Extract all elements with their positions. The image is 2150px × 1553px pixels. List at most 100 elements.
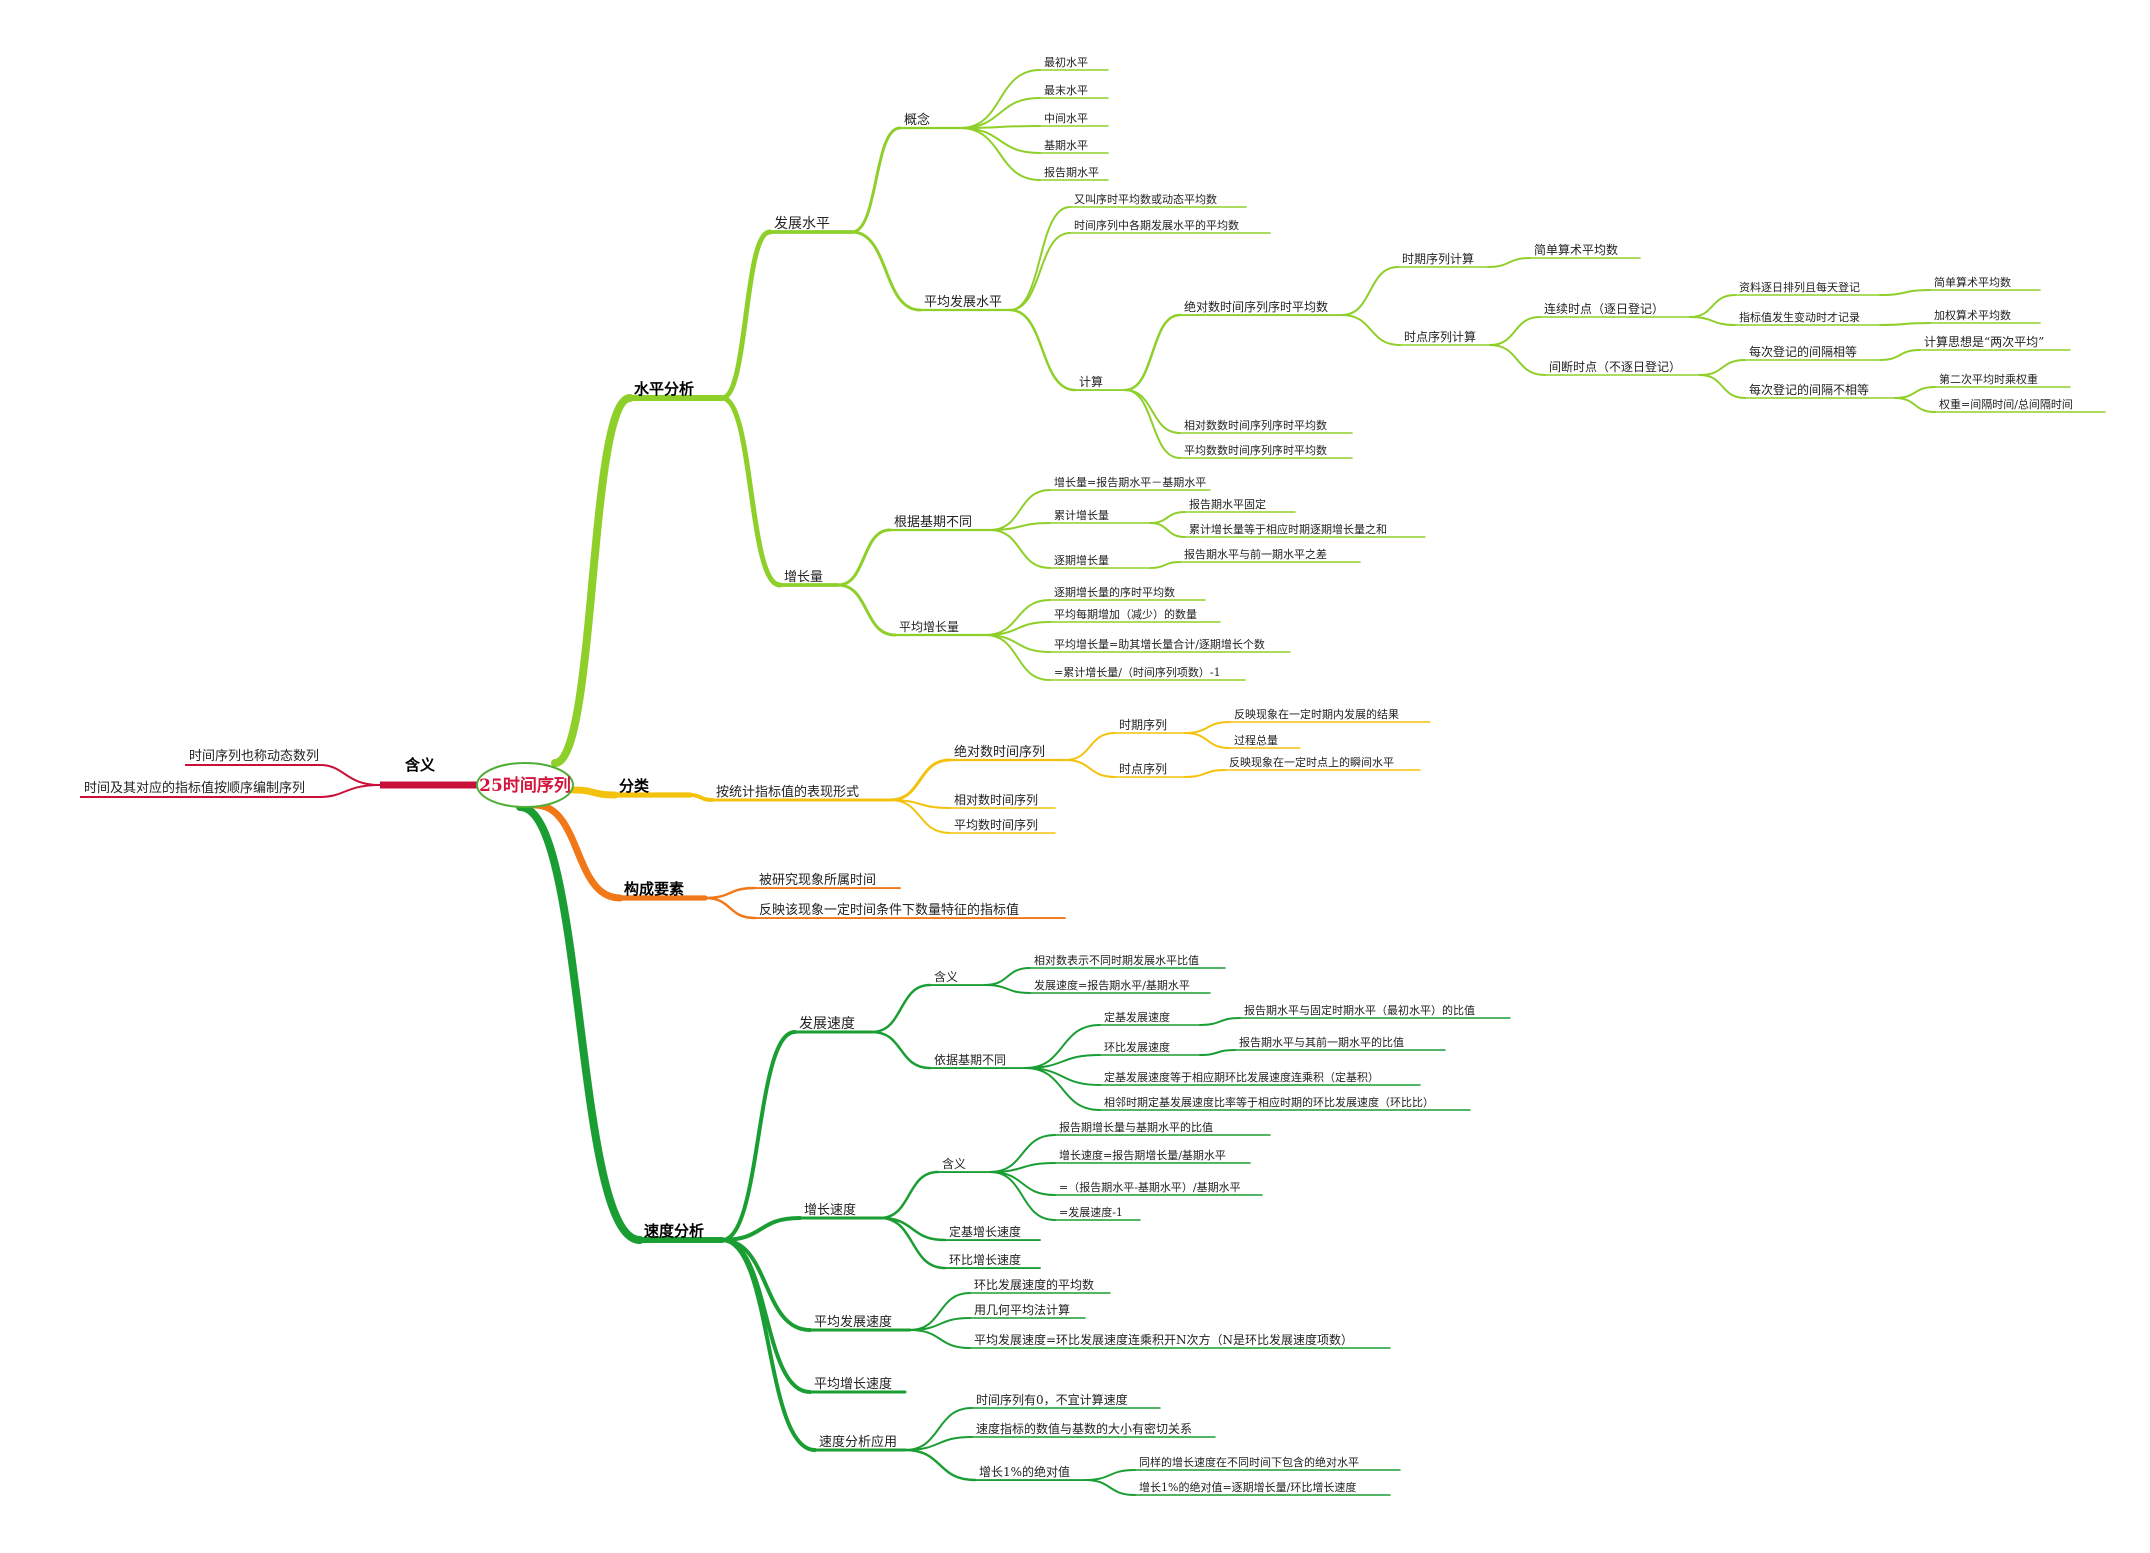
- node-label[interactable]: 平均增长量: [899, 620, 959, 634]
- node-label[interactable]: 累计增长量: [1054, 508, 1109, 522]
- node-label[interactable]: 时期序列: [1119, 717, 1167, 732]
- node-label[interactable]: 相对数数时间序列序时平均数: [1184, 418, 1327, 432]
- node-label[interactable]: 时间序列有0，不宜计算速度: [976, 1392, 1128, 1407]
- node-label[interactable]: 含义: [942, 1156, 966, 1171]
- node-label[interactable]: 平均发展速度: [814, 1314, 892, 1330]
- node-label[interactable]: 定基发展速度等于相应期环比发展速度连乘积（定基积）: [1104, 1070, 1379, 1084]
- node-label[interactable]: 环比增长速度: [949, 1252, 1021, 1267]
- node-label[interactable]: =发展速度-1: [1059, 1205, 1123, 1219]
- node-label[interactable]: 发展速度=报告期水平/基期水平: [1034, 978, 1190, 992]
- node-label[interactable]: 相对数表示不同时期发展水平比值: [1034, 953, 1199, 967]
- node-label[interactable]: 绝对数时间序列序时平均数: [1184, 299, 1328, 314]
- node-label[interactable]: 平均发展水平: [924, 294, 1002, 310]
- node-label[interactable]: 计算思想是“两次平均”: [1924, 334, 2044, 349]
- node-label[interactable]: 过程总量: [1234, 733, 1278, 747]
- node-label[interactable]: 报告期水平与固定时期水平（最初水平）的比值: [1244, 1003, 1475, 1017]
- node-label[interactable]: 平均每期增加（减少）的数量: [1054, 607, 1197, 621]
- branch-connector: [959, 97, 1041, 129]
- node-label[interactable]: 简单算术平均数: [1934, 275, 2011, 289]
- node-label[interactable]: 构成要素: [624, 880, 684, 898]
- node-label[interactable]: 含义: [405, 756, 435, 774]
- branch-connector: [1199, 1049, 1236, 1056]
- node-label[interactable]: 依据基期不同: [934, 1052, 1006, 1067]
- node-label[interactable]: 增长1%的绝对值=逐期增长量/环比增长速度: [1139, 1480, 1356, 1494]
- node-label[interactable]: 权重=间隔时间/总间隔时间: [1939, 397, 2073, 411]
- node-label[interactable]: 加权算术平均数: [1934, 308, 2011, 322]
- node-label[interactable]: 报告期水平与其前一期水平的比值: [1239, 1035, 1404, 1049]
- node-label[interactable]: 增长速度: [804, 1202, 856, 1218]
- node-label[interactable]: 用几何平均法计算: [974, 1302, 1070, 1317]
- node-label[interactable]: =（报告期水平-基期水平）/基期水平: [1059, 1180, 1241, 1194]
- node-label[interactable]: 反映该现象一定时间条件下数量特征的指标值: [759, 902, 1019, 918]
- node-label[interactable]: 平均数数时间序列序时平均数: [1184, 443, 1327, 457]
- node-label[interactable]: 增长量=报告期水平－基期水平: [1054, 475, 1206, 489]
- node-label[interactable]: 发展水平: [774, 216, 830, 232]
- node-label[interactable]: 报告期增长量与基期水平的比值: [1059, 1120, 1213, 1134]
- node-label[interactable]: 最末水平: [1044, 83, 1088, 97]
- node-label[interactable]: 绝对数时间序列: [954, 744, 1045, 760]
- branch-connector: [836, 583, 897, 637]
- node-label[interactable]: 时间及其对应的指标值按顺序编制序列: [84, 780, 305, 796]
- node-label[interactable]: 增长量: [784, 570, 823, 585]
- node-label[interactable]: 平均数时间序列: [954, 817, 1038, 832]
- node-label[interactable]: 速度指标的数值与基数的大小有密切关系: [976, 1421, 1192, 1436]
- node-label[interactable]: 发展速度: [799, 1016, 855, 1032]
- node-label[interactable]: 环比发展速度的平均数: [974, 1277, 1094, 1292]
- node-label[interactable]: 时点序列: [1119, 761, 1167, 776]
- node-label[interactable]: 间断时点（不逐日登记）: [1549, 359, 1681, 374]
- node-label[interactable]: 反映现象在一定时期内发展的结果: [1234, 707, 1399, 721]
- node-label[interactable]: 时间序列也称动态数列: [189, 749, 319, 764]
- node-label[interactable]: 速度分析: [644, 1222, 704, 1240]
- branch-connector: [1024, 1067, 1101, 1111]
- node-label[interactable]: 基期水平: [1044, 139, 1088, 152]
- branch-connector: [878, 1216, 947, 1242]
- node-label[interactable]: 资料逐日排列且每天登记: [1739, 280, 1860, 294]
- node-label[interactable]: 含义: [934, 969, 958, 984]
- node-label[interactable]: 概念: [904, 112, 930, 128]
- node-label[interactable]: 简单算术平均数: [1534, 242, 1618, 257]
- branch-connector: [959, 127, 1041, 154]
- node-label[interactable]: 每次登记的间隔不相等: [1749, 382, 1869, 397]
- node-label[interactable]: 根据基期不同: [894, 515, 972, 530]
- node-label[interactable]: 计算: [1079, 374, 1103, 389]
- node-label[interactable]: 每次登记的间隔相等: [1749, 344, 1857, 359]
- root-node[interactable]: 25时间序列: [476, 762, 574, 808]
- node-label[interactable]: 平均发展速度=环比发展速度连乘积开N次方（N是环比发展速度项数）: [974, 1332, 1353, 1347]
- node-label[interactable]: 分类: [619, 777, 650, 795]
- node-label[interactable]: =累计增长量/（时间序列项数）-1: [1054, 665, 1221, 679]
- node-label[interactable]: 时间序列中各期发展水平的平均数: [1074, 218, 1239, 232]
- node-label[interactable]: 逐期增长量: [1054, 553, 1109, 567]
- node-label[interactable]: 第二次平均时乘权重: [1939, 372, 2038, 386]
- node-label[interactable]: 同样的增长速度在不同时间下包含的绝对水平: [1139, 1455, 1359, 1469]
- node-label[interactable]: 增长速度=报告期增长量/基期水平: [1059, 1148, 1226, 1162]
- node-label[interactable]: 定基发展速度: [1104, 1010, 1170, 1024]
- node-label[interactable]: 逐期增长量的序时平均数: [1054, 585, 1175, 599]
- node-label[interactable]: 按统计指标值的表现形式: [716, 784, 859, 800]
- node-label[interactable]: 又叫序时平均数或动态平均数: [1074, 192, 1217, 206]
- root-node-label: 25时间序列: [479, 775, 571, 796]
- branch-connector: [1879, 322, 1931, 326]
- node-label[interactable]: 定基增长速度: [949, 1224, 1021, 1239]
- node-label[interactable]: 指标值发生变动时才记录: [1739, 310, 1860, 324]
- node-label[interactable]: 相邻时期定基发展速度比率等于相应时期的环比发展速度（环比比）: [1104, 1095, 1434, 1109]
- node-label[interactable]: 连续时点（逐日登记）: [1544, 301, 1664, 316]
- node-label[interactable]: 时期序列计算: [1402, 251, 1474, 266]
- node-label[interactable]: 相对数时间序列: [954, 792, 1038, 807]
- node-label[interactable]: 反映现象在一定时点上的瞬间水平: [1229, 755, 1394, 769]
- node-label[interactable]: 累计增长量等于相应时期逐期增长量之和: [1189, 522, 1387, 536]
- node-label[interactable]: 水平分析: [634, 380, 694, 398]
- node-label[interactable]: 中间水平: [1044, 112, 1088, 125]
- node-label[interactable]: 报告期水平与前一期水平之差: [1184, 547, 1327, 561]
- node-label[interactable]: 时点序列计算: [1404, 329, 1476, 344]
- node-label[interactable]: 环比发展速度: [1104, 1040, 1170, 1054]
- node-label[interactable]: 报告期水平: [1044, 165, 1099, 179]
- node-label[interactable]: 速度分析应用: [819, 1434, 897, 1450]
- branch-connector: [1699, 359, 1746, 376]
- node-label[interactable]: 增长1%的绝对值: [979, 1464, 1070, 1479]
- node-label[interactable]: 被研究现象所属时间: [759, 873, 876, 888]
- node-label[interactable]: 平均增长量=助其增长量合计/逐期增长个数: [1054, 637, 1265, 651]
- node-label[interactable]: 报告期水平固定: [1189, 497, 1266, 511]
- node-label[interactable]: 最初水平: [1044, 55, 1088, 69]
- node-label[interactable]: 平均增长速度: [814, 1376, 892, 1392]
- branch-connector: [1184, 732, 1231, 749]
